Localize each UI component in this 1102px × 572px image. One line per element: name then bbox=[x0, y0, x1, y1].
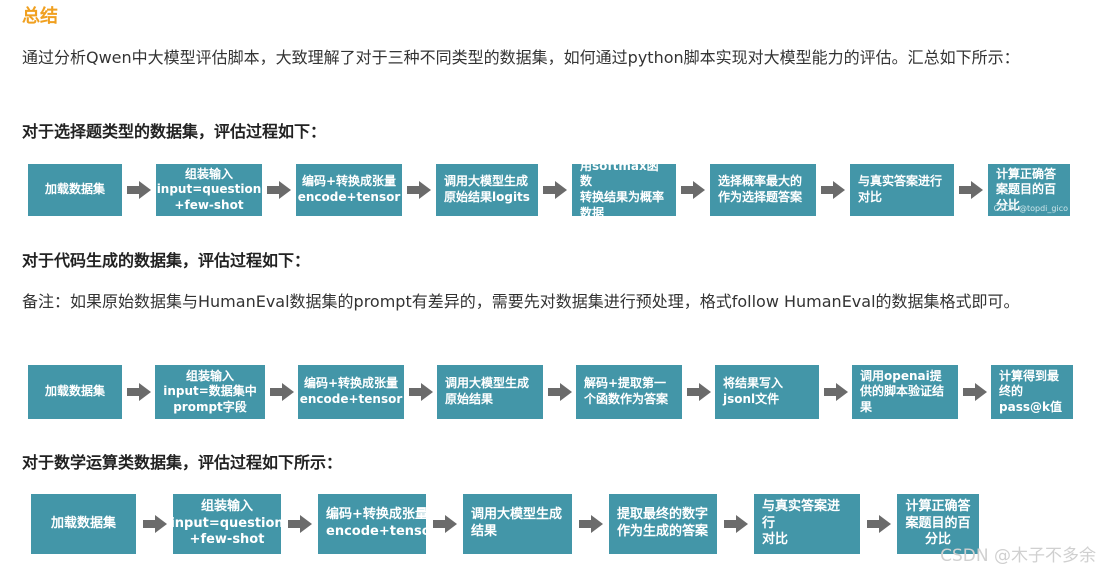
flow-step-box: 与真实答案进行对比 bbox=[754, 494, 860, 554]
flow-step-label: 加载数据集 bbox=[50, 515, 116, 531]
flow-arrow-icon bbox=[262, 180, 296, 200]
flow-step-box: 调用大模型生成原始结果 bbox=[437, 365, 543, 419]
flow-step-label: 解码+提取第一个函数作为答案 bbox=[584, 376, 669, 406]
flow-arrow-icon bbox=[717, 514, 754, 534]
flow-arrow-icon bbox=[954, 180, 988, 200]
flow-step-box: 用softmax函数转换结果为概率数据 bbox=[572, 159, 676, 220]
mc-section-title: 对于选择题类型的数据集，评估过程如下： bbox=[22, 122, 327, 141]
inline-watermark: CSDN @topdi_gico bbox=[993, 203, 1068, 213]
flow-step-label: 加载数据集 bbox=[44, 182, 105, 197]
flow-step-label: 加载数据集 bbox=[44, 384, 105, 399]
flow-arrow-icon bbox=[281, 514, 318, 534]
flow-arrow-icon bbox=[572, 514, 609, 534]
flow-arrow-icon bbox=[122, 382, 155, 402]
flow-arrow-icon bbox=[538, 180, 572, 200]
flow-step-label: 调用大模型生成原始结果logits bbox=[444, 174, 530, 204]
flow-step-box: 调用大模型生成原始结果logits bbox=[436, 164, 538, 216]
flow-step-box: 与真实答案进行对比 bbox=[850, 164, 954, 216]
flow-arrow-icon bbox=[682, 382, 715, 402]
flow-step-box: 加载数据集 bbox=[28, 365, 122, 419]
flow-arrow-icon bbox=[816, 180, 850, 200]
math-section-title: 对于数学运算类数据集，评估过程如下所示： bbox=[22, 453, 343, 472]
flow-step-box: 加载数据集 bbox=[28, 164, 122, 216]
flow-step-box: 解码+提取第一个函数作为答案 bbox=[576, 365, 682, 419]
flow-arrow-icon bbox=[122, 180, 156, 200]
flow-arrow-icon bbox=[404, 382, 437, 402]
flow-arrow-icon bbox=[958, 382, 991, 402]
flow-arrow-icon bbox=[676, 180, 710, 200]
flow-step-label: 调用openai提供的脚本验证结果 bbox=[860, 368, 945, 414]
flow-step-label: 用softmax函数转换结果为概率数据 bbox=[580, 158, 665, 220]
intro-paragraph: 通过分析Qwen中大模型评估脚本，大致理解了对于三种不同类型的数据集，如何通过p… bbox=[22, 48, 1020, 67]
flow-arrow-icon bbox=[402, 180, 436, 200]
flow-step-box: 调用openai提供的脚本验证结果 bbox=[852, 365, 958, 419]
flow-step-label: 调用大模型生成原始结果 bbox=[445, 376, 530, 406]
flow-arrow-icon bbox=[543, 382, 576, 402]
flow-arrow-icon bbox=[265, 382, 298, 402]
flow-step-label: 调用大模型生成结果 bbox=[471, 507, 563, 539]
flow-step-label: 与真实答案进行对比 bbox=[858, 174, 943, 204]
csdn-watermark: CSDN @木子不多余 bbox=[940, 546, 1096, 566]
flow-step-label: 计算正确答案题目的百分比 bbox=[996, 166, 1057, 212]
flow-arrow-icon bbox=[136, 514, 173, 534]
flow-arrow-icon bbox=[426, 514, 463, 534]
flow-step-box: 选择概率最大的作为选择题答案 bbox=[710, 164, 816, 216]
code-note-paragraph: 备注：如果原始数据集与HumanEval数据集的prompt有差异的，需要先对数… bbox=[22, 292, 1020, 311]
flow-step-label: 与真实答案进行对比 bbox=[762, 498, 841, 548]
flow-step-label: 选择概率最大的作为选择题答案 bbox=[718, 174, 803, 204]
code-section-title: 对于代码生成的数据集，评估过程如下： bbox=[22, 251, 311, 270]
flow-arrow-icon bbox=[860, 514, 897, 534]
flow-step-box: 调用大模型生成结果 bbox=[463, 494, 572, 554]
flow-step-box: 提取最终的数字作为生成的答案 bbox=[609, 494, 717, 554]
flow-step-label: 提取最终的数字作为生成的答案 bbox=[617, 507, 709, 539]
section-heading: 总结 bbox=[22, 6, 58, 27]
flow-step-label: 计算正确答案题目的百分比 bbox=[905, 498, 971, 548]
flow-step-box: 加载数据集 bbox=[31, 494, 136, 554]
flow-step-box: 计算正确答案题目的百分比 bbox=[897, 494, 979, 554]
flow-arrow-icon bbox=[819, 382, 852, 402]
